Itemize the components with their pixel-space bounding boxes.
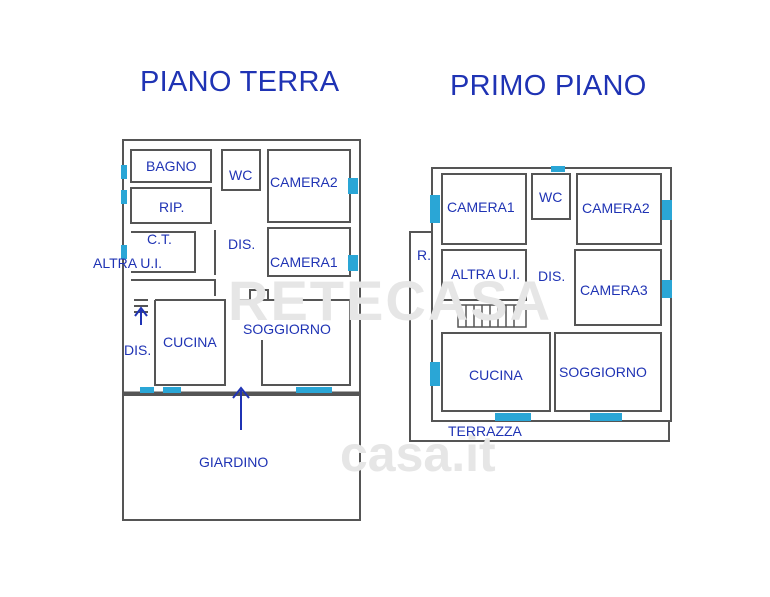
window — [662, 280, 672, 298]
stair-arrowhead — [134, 306, 148, 317]
room-label-cucina-first: CUCINA — [469, 367, 523, 383]
window — [662, 200, 672, 220]
wall-wc-first — [531, 173, 571, 220]
first-floor-windows — [430, 166, 672, 421]
window — [430, 362, 440, 386]
wall-dis-ground — [235, 289, 269, 301]
room-label-dis-upper: DIS. — [228, 236, 256, 252]
wall-rip — [130, 187, 212, 224]
ground-floor-windows — [121, 165, 358, 393]
wall-cucina-first — [441, 332, 551, 412]
room-label-altra-ui: ALTRA U.I. — [93, 255, 162, 271]
terrace-wall — [409, 231, 670, 442]
room-label-wc: WC — [229, 167, 253, 183]
room-label-dis-first: DIS. — [538, 268, 566, 284]
wall-cucina-ground — [154, 299, 226, 386]
window — [590, 413, 622, 421]
retecasa-watermark: RETECASA — [228, 269, 553, 332]
room-label-camera1: CAMERA1 — [270, 254, 338, 270]
room-label-dis-lower: DIS. — [124, 342, 152, 358]
room-label-camera3: CAMERA3 — [580, 282, 648, 298]
first-floor-title: PRIMO PIANO — [450, 70, 647, 102]
window — [121, 190, 127, 204]
window — [348, 255, 358, 271]
wall-ct — [131, 231, 196, 273]
room-label-cucina: CUCINA — [163, 334, 217, 350]
wall-camera2-first — [576, 173, 662, 245]
wall-bagno — [130, 149, 212, 183]
ground-floor-plan — [122, 139, 361, 521]
wall-camera3-first — [574, 249, 662, 326]
ground-floor-outer-wall — [122, 139, 361, 395]
wall-camera1-first — [441, 173, 527, 245]
wall-soggiorno-first — [554, 332, 662, 412]
wall-wc-ground — [221, 149, 261, 191]
room-label-camera2: CAMERA2 — [270, 174, 338, 190]
window — [121, 245, 127, 259]
room-label-soggiorno: SOGGIORNO — [243, 321, 331, 337]
window — [348, 178, 358, 194]
room-label-rip: RIP. — [159, 199, 185, 215]
room-label-camera2-first: CAMERA2 — [582, 200, 650, 216]
window — [121, 165, 127, 179]
window — [296, 387, 332, 393]
window — [163, 387, 181, 393]
wall-camera1-ground — [267, 227, 351, 277]
room-label-bagno: BAGNO — [146, 158, 197, 174]
window — [430, 195, 440, 223]
room-label-altra-ui-first: ALTRA U.I. — [451, 266, 520, 282]
room-label-r: R. — [417, 247, 431, 263]
room-label-ct: C.T. — [147, 231, 172, 247]
room-label-camera1-first: CAMERA1 — [447, 199, 515, 215]
wall-altra-first — [441, 249, 527, 301]
window — [140, 387, 154, 393]
stairs-first — [457, 304, 527, 328]
room-label-terrazza: TERRAZZA — [448, 423, 522, 439]
room-label-soggiorno-first: SOGGIORNO — [559, 364, 647, 380]
room-label-giardino: GIARDINO — [199, 454, 269, 470]
room-label-wc-first: WC — [539, 189, 563, 205]
window — [495, 413, 531, 421]
wall-stair-ground — [131, 279, 216, 296]
ground-floor-title: PIANO TERRA — [140, 66, 340, 98]
window — [551, 166, 565, 172]
entry-arrowhead — [232, 386, 250, 399]
casa-it-watermark: casa.it — [340, 426, 496, 482]
wall-soggiorno-ground — [261, 299, 351, 386]
